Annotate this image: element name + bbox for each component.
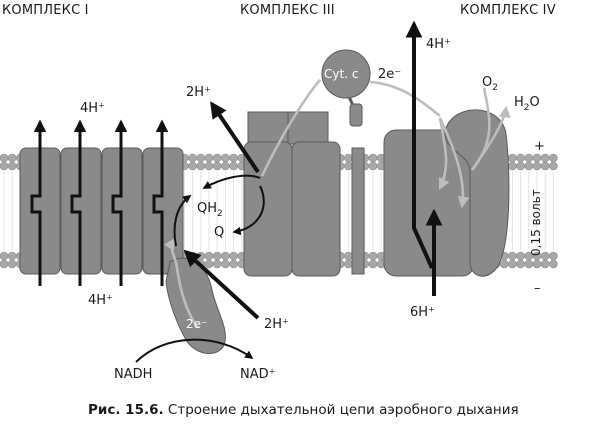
header-complex-1: КОМПЛЕКС I (2, 3, 89, 18)
lipid-head (508, 161, 517, 171)
nadh-conversion-arrow (135, 338, 254, 363)
lipid-head (549, 153, 558, 163)
electrons-top-label: 2e⁻ (378, 67, 401, 82)
lipid-head (204, 259, 214, 269)
lipid-head (212, 161, 222, 171)
complex-1-top-protons: 4H⁺ (80, 101, 105, 116)
lipid-head (212, 153, 222, 163)
lipid-head (368, 161, 378, 171)
lipid-head (344, 259, 353, 269)
lipid-head (7, 259, 17, 269)
lipid-head (229, 161, 238, 171)
lipid-head (540, 259, 550, 269)
lipid-head (516, 153, 525, 163)
complex-4-out-protons: 4H⁺ (426, 37, 451, 52)
lipid-head (229, 251, 238, 261)
lipid-head (344, 251, 353, 261)
proton-arrows (183, 20, 443, 320)
lipid-head (540, 153, 550, 163)
lipid-head (204, 153, 214, 163)
lipid-head (532, 153, 542, 163)
lipid-head (0, 153, 9, 163)
lipid-head (344, 161, 353, 171)
lipid-head (516, 259, 525, 269)
lipid-head (549, 259, 558, 269)
lipid-head (188, 161, 197, 171)
labels: КОМПЛЕКС I КОМПЛЕКС III КОМПЛЕКС IV 4H⁺ … (2, 3, 556, 418)
complex-3 (243, 111, 365, 277)
lipid-head (540, 161, 550, 171)
lipid-head (204, 251, 214, 261)
lipid-head (516, 161, 525, 171)
lipid-head (212, 259, 222, 269)
lipid-head (229, 259, 238, 269)
complex-4-in-protons: 6H⁺ (410, 305, 435, 320)
lipid-head (0, 259, 9, 269)
oxygen-label: O2 (482, 75, 498, 93)
lipid-head (221, 153, 230, 163)
header-complex-3: КОМПЛЕКС III (240, 3, 335, 18)
lipid-head (204, 161, 214, 171)
lipid-head (532, 161, 542, 171)
lipid-head (229, 153, 238, 163)
lipid-head (221, 251, 230, 261)
lipid-head (524, 161, 534, 171)
lipid-head (0, 251, 9, 261)
lipid-head (7, 153, 17, 163)
water-label: H2O (514, 95, 540, 113)
lipid-head (196, 251, 206, 261)
lipid-head (524, 259, 534, 269)
lipid-head (0, 161, 9, 171)
lipid-head (7, 161, 17, 171)
lipid-head (549, 251, 558, 261)
header-complex-4: КОМПЛЕКС IV (460, 3, 556, 18)
lipid-head (508, 259, 517, 269)
lipid-head (499, 259, 509, 269)
lipid-head (508, 153, 517, 163)
lipid-head (221, 259, 230, 269)
cytochrome-c (321, 49, 371, 127)
lipid-head (368, 251, 378, 261)
figure-caption: Рис. 15.6. Строение дыхательной цепи аэр… (88, 402, 519, 418)
lipid-head (549, 161, 558, 171)
lipid-head (196, 161, 206, 171)
lipid-head (196, 153, 206, 163)
voltage-plus: + (534, 139, 545, 154)
complex-3-top-protons: 2H⁺ (186, 85, 211, 100)
lipid-head (212, 251, 222, 261)
complex-1-bottom-protons: 4H⁺ (88, 293, 113, 308)
lipid-head (516, 251, 525, 261)
q-cycle (173, 174, 265, 247)
lipid-head (532, 259, 542, 269)
lipid-head (368, 259, 378, 269)
lipid-head (344, 153, 353, 163)
qh2-label: QH2 (197, 201, 223, 219)
voltage-minus: – (534, 281, 541, 296)
electrons-low-label: 2e⁻ (186, 317, 207, 331)
lipid-head (368, 153, 378, 163)
cytochrome-c-label: Cyt. c (324, 67, 358, 81)
voltage-label: 0,15 вольт (529, 189, 543, 256)
lipid-head (508, 251, 517, 261)
complex-3-bottom-protons: 2H⁺ (264, 317, 289, 332)
lipid-head (188, 153, 197, 163)
complex-4 (383, 109, 510, 277)
electron-path (163, 79, 511, 329)
q-label: Q (214, 225, 224, 240)
lipid-head (524, 153, 534, 163)
nadh-label: NADH (114, 367, 152, 382)
lipid-head (7, 251, 17, 261)
complex-1-proton-arrows (30, 119, 169, 286)
lipid-head (221, 161, 230, 171)
nad-label: NAD⁺ (240, 367, 276, 382)
